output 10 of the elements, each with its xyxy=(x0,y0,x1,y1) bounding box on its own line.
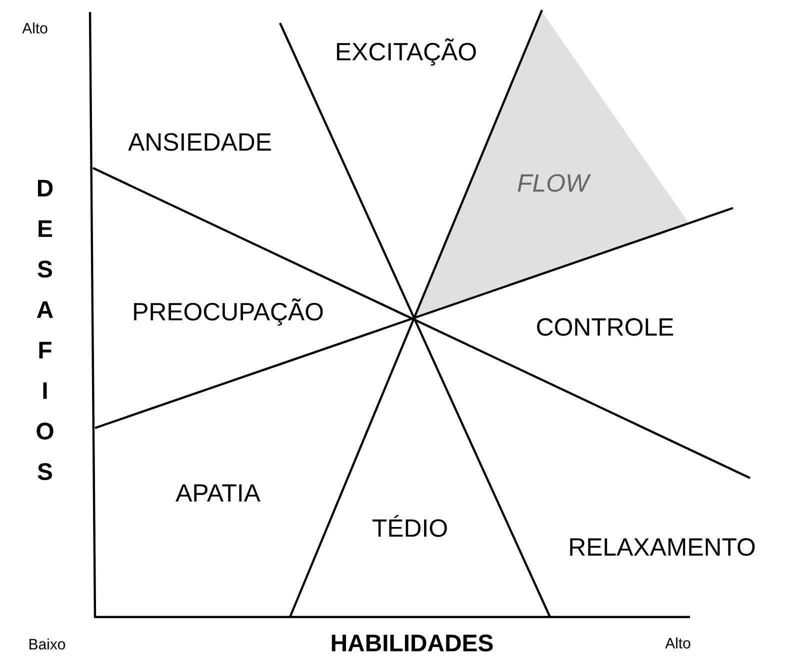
axis-end-label: Alto xyxy=(22,22,48,34)
axis-end-label: Alto xyxy=(665,638,690,648)
axis-end-label: Baixo xyxy=(30,638,66,650)
region-label: PREOCUPAÇÃO xyxy=(134,298,323,326)
region-label: RELAXAMENTO xyxy=(570,538,755,556)
axis-title: HABILIDADES xyxy=(332,634,493,652)
region-label: ANSIEDADE xyxy=(128,133,271,151)
region-label: TÉDIO xyxy=(372,515,447,537)
axis-title: DESAFIOS xyxy=(36,180,54,480)
region-label: APATIA xyxy=(176,484,260,502)
